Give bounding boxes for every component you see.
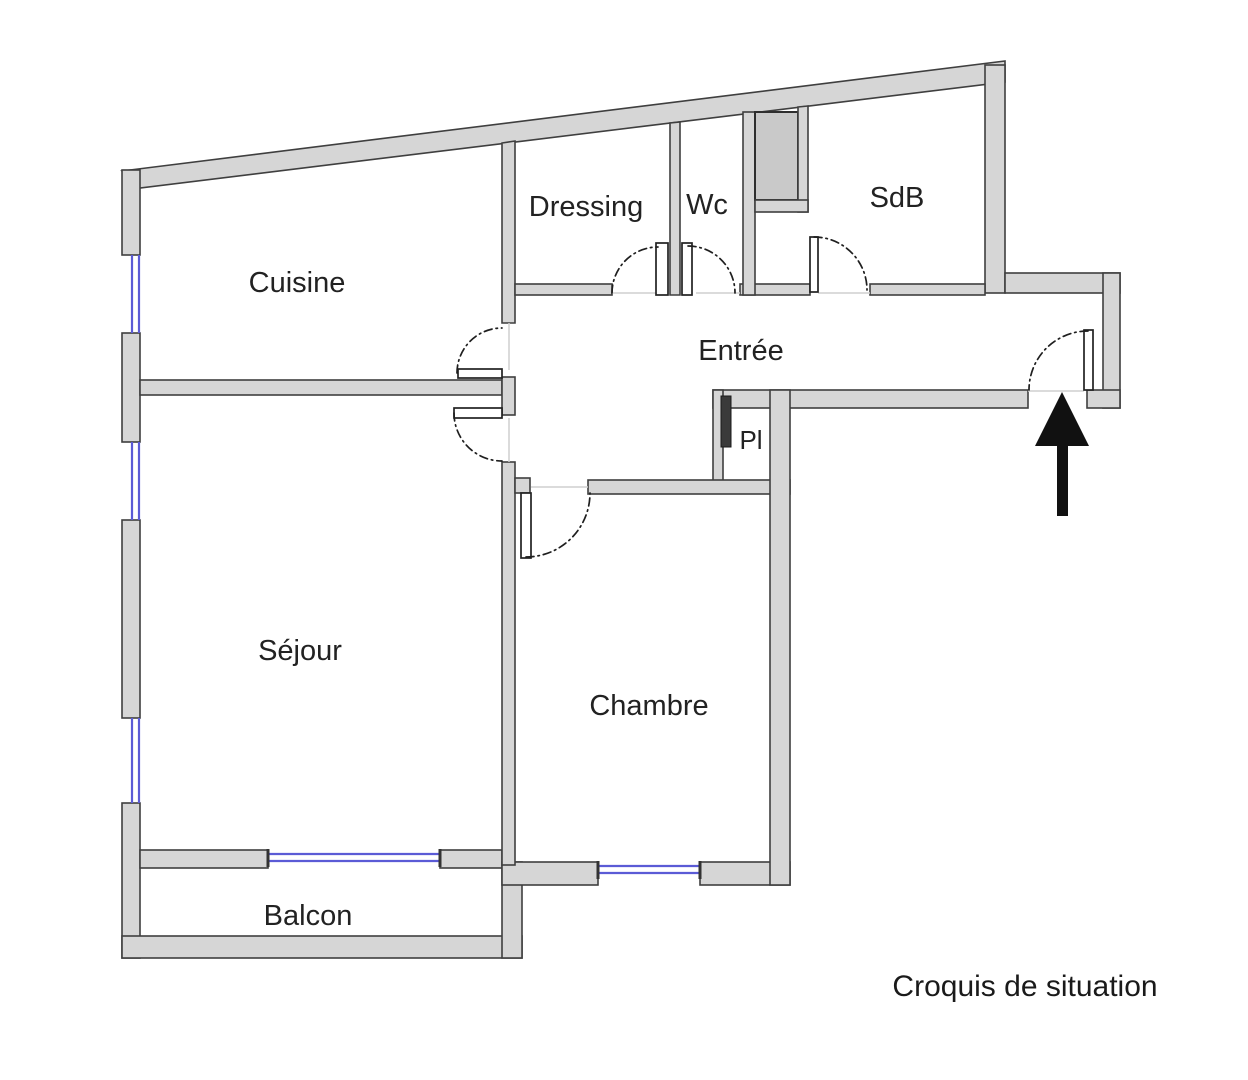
door-arc-dressing: [611, 246, 659, 294]
door-leaf-cuisine: [457, 368, 503, 379]
interior-walls: [139, 105, 986, 886]
room-label-sejour: Séjour: [258, 635, 342, 667]
room-labels: Cuisine Dressing Wc SdB Entrée Pl Séjour…: [249, 182, 925, 932]
door-arc-sejour: [453, 412, 503, 462]
door-arc-chambre: [525, 492, 591, 558]
wall-sejour-chambre: [501, 461, 516, 866]
window-sejour-left-lower: [130, 718, 141, 803]
wall-cuisine-sejour-endblock: [501, 376, 516, 416]
doors: [453, 236, 1094, 559]
wall-chambre-door-stub: [514, 477, 531, 494]
duct-shaft: [754, 111, 799, 201]
door-arc-entrance: [1028, 330, 1089, 391]
wall-right-sdb: [984, 64, 1006, 294]
wall-cuisine-sejour: [139, 379, 503, 396]
wall-chambre-right: [769, 389, 791, 886]
wall-entree-bottom: [712, 389, 1029, 409]
window-chambre-bottom: [596, 861, 702, 879]
door-leaf-chambre: [520, 492, 532, 559]
door-leaf-placard: [720, 395, 732, 448]
windows: [130, 255, 702, 879]
door-leaf-dressing: [655, 242, 669, 296]
wall-top-slanted: [120, 60, 1006, 189]
wall-sejour-bottom-right: [439, 849, 503, 869]
door-leaf-sdb: [809, 236, 819, 293]
room-label-sdb: SdB: [870, 182, 925, 214]
door-leaf-wc: [681, 242, 693, 296]
room-label-wc: Wc: [686, 189, 728, 221]
room-label-cuisine: Cuisine: [249, 267, 346, 299]
plan-caption: Croquis de situation: [892, 970, 1157, 1003]
wall-left-corner-block: [121, 169, 141, 256]
wall-entree-top-c: [869, 283, 986, 296]
wall-chambre-bottom-left: [501, 861, 599, 886]
wall-chambre-top: [587, 479, 791, 495]
wall-balcony-bottom: [121, 935, 523, 959]
door-leaf-sejour: [453, 407, 503, 419]
wall-wc-right: [742, 111, 756, 296]
wall-left-block-3: [121, 519, 141, 719]
wall-sejour-bottom-left: [139, 849, 269, 869]
room-label-chambre: Chambre: [589, 690, 708, 722]
door-arc-wc: [687, 245, 736, 294]
wall-corridor-right: [1102, 272, 1121, 409]
door-arc-cuisine: [456, 327, 503, 374]
wall-left-block-balcony: [121, 802, 141, 959]
entrance-arrow-icon: [1035, 392, 1089, 516]
room-label-pl: Pl: [739, 425, 762, 455]
door-opening-lines: [508, 292, 1084, 488]
wall-corridor-bottom-stub: [1086, 389, 1121, 409]
wall-dressing-wc: [669, 121, 681, 296]
wall-entree-top-a: [514, 283, 613, 296]
room-label-balcon: Balcon: [264, 900, 353, 932]
window-sejour-left-upper: [130, 442, 141, 520]
wall-shaft-right: [797, 105, 809, 213]
window-sejour-bottom: [266, 849, 442, 867]
wall-left-block-2: [121, 332, 141, 443]
exterior-walls: [120, 60, 1121, 959]
wall-cuisine-right: [501, 140, 516, 324]
wall-shaft-bottom: [754, 199, 809, 213]
door-leaf-entrance: [1083, 329, 1094, 391]
room-label-entree: Entrée: [698, 335, 783, 367]
room-label-dressing: Dressing: [529, 191, 643, 223]
window-cuisine-left: [130, 255, 141, 333]
door-arc-sdb: [813, 236, 868, 291]
